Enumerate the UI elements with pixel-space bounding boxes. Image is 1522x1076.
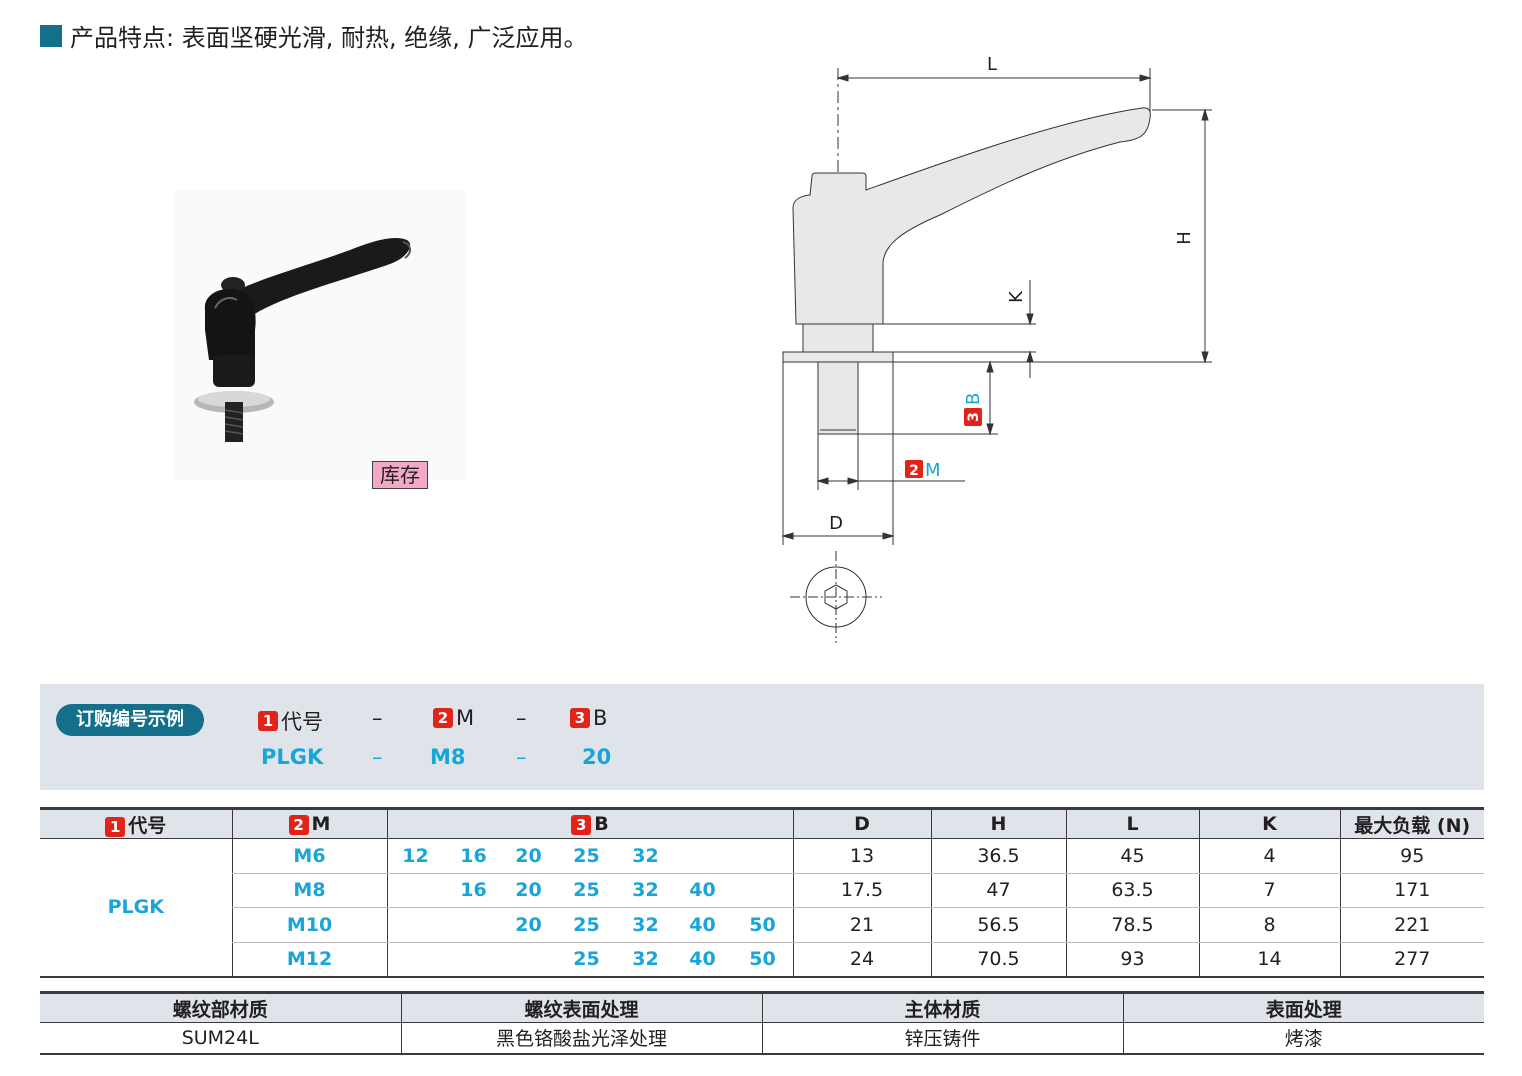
feature-line: 产品特点: 表面坚硬光滑, 耐热, 绝缘, 广泛应用。	[40, 18, 588, 53]
b-value: 40	[689, 913, 716, 936]
b-value: 25	[573, 879, 600, 902]
b-cell: 25 32 40 50	[386, 942, 793, 978]
h-cell: 70.5	[930, 942, 1066, 978]
header-d: D	[792, 807, 931, 839]
order-example-label: 订购编号示例	[56, 704, 204, 736]
d-cell: 17.5	[792, 873, 931, 908]
b-value: 25	[573, 948, 600, 970]
stock-badge: 库存	[372, 461, 428, 489]
dim-M-label: M	[925, 460, 941, 481]
dim-L-label: L	[987, 55, 997, 75]
dim-B-badge: 3	[966, 412, 982, 422]
b-value: 25	[573, 913, 600, 936]
l-cell: 93	[1065, 942, 1199, 978]
load-cell: 171	[1339, 873, 1484, 908]
b-value: 32	[632, 879, 659, 902]
b-value: 32	[632, 913, 659, 936]
order-value-m: M8	[430, 745, 466, 769]
load-cell: 95	[1339, 838, 1484, 874]
l-cell: 63.5	[1065, 873, 1199, 908]
b-value: 20	[515, 844, 542, 867]
technical-drawing: L H K D 2 M 3 B	[781, 55, 1212, 643]
b-value: 16	[460, 844, 487, 867]
b-cell: 20 25 32 40 50	[386, 907, 793, 943]
d-cell: 21	[792, 907, 931, 943]
section-square-icon	[40, 24, 62, 47]
feature-text: 产品特点: 表面坚硬光滑, 耐热, 绝缘, 广泛应用。	[70, 24, 588, 52]
d-cell: 24	[792, 942, 931, 978]
b-value: 20	[515, 879, 542, 902]
b-value: 32	[632, 844, 659, 867]
m-cell: M8	[231, 873, 387, 908]
order-item-b: 3 B	[570, 706, 607, 730]
load-cell: 221	[1339, 907, 1484, 943]
l-cell: 78.5	[1065, 907, 1199, 943]
material-header-surface: 表面处理	[1122, 991, 1484, 1023]
b-value: 50	[749, 948, 776, 970]
b-value: 32	[632, 948, 659, 970]
k-cell: 8	[1198, 907, 1340, 943]
k-cell: 4	[1198, 838, 1340, 874]
order-dash-2: –	[516, 706, 527, 730]
k-cell: 14	[1198, 942, 1340, 978]
b-value: 50	[749, 913, 776, 936]
order-value-b: 20	[582, 745, 612, 769]
dim-B-label: B	[963, 393, 984, 405]
header-h: H	[930, 807, 1066, 839]
order-dash-1: –	[372, 706, 383, 730]
m-cell: M12	[231, 942, 387, 978]
b-value: 40	[689, 879, 716, 902]
dim-M-badge: 2	[909, 463, 919, 479]
b-value: 16	[460, 879, 487, 902]
materials-table: 螺纹部材质 螺纹表面处理 主体材质 表面处理 SUM24L 黑色铬酸盐光泽处理 …	[40, 991, 1484, 1055]
b-value: 20	[515, 913, 542, 936]
order-item-m: 2 M	[433, 706, 474, 730]
code-cell: PLGK	[40, 838, 232, 978]
d-cell: 13	[792, 838, 931, 874]
order-item-code: 1 代号	[258, 706, 323, 736]
material-thread-surface: 黑色铬酸盐光泽处理	[400, 1022, 762, 1055]
l-cell: 45	[1065, 838, 1199, 874]
dim-D-label: D	[829, 513, 843, 534]
b-value: 25	[573, 844, 600, 867]
material-thread: SUM24L	[40, 1022, 401, 1055]
order-value-dash-1: –	[372, 745, 383, 769]
material-surface: 烤漆	[1122, 1022, 1484, 1055]
material-body: 锌压铸件	[761, 1022, 1123, 1055]
header-load: 最大负载 (N)	[1339, 807, 1484, 839]
dim-H-label: H	[1174, 231, 1195, 245]
m-cell: M10	[231, 907, 387, 943]
order-value-dash-2: –	[516, 745, 527, 769]
b-cell: 12 16 20 25 32	[386, 838, 793, 874]
product-photo	[175, 190, 465, 480]
header-l: L	[1065, 807, 1199, 839]
b-value: 12	[402, 844, 429, 867]
material-header-body: 主体材质	[761, 991, 1123, 1023]
order-example-panel: 订购编号示例 1 代号 – 2 M – 3 B PLGK – M8 – 20	[40, 684, 1484, 790]
material-header-thread: 螺纹部材质	[40, 991, 401, 1023]
order-value-code: PLGK	[261, 745, 324, 769]
load-cell: 277	[1339, 942, 1484, 978]
material-header-thread-surface: 螺纹表面处理	[400, 991, 762, 1023]
h-cell: 47	[930, 873, 1066, 908]
k-cell: 7	[1198, 873, 1340, 908]
dim-K-label: K	[1006, 290, 1027, 303]
h-cell: 56.5	[930, 907, 1066, 943]
b-value: 40	[689, 948, 716, 970]
m-cell: M6	[231, 838, 387, 874]
header-k: K	[1198, 807, 1340, 839]
h-cell: 36.5	[930, 838, 1066, 874]
b-cell: 16 20 25 32 40	[386, 873, 793, 908]
